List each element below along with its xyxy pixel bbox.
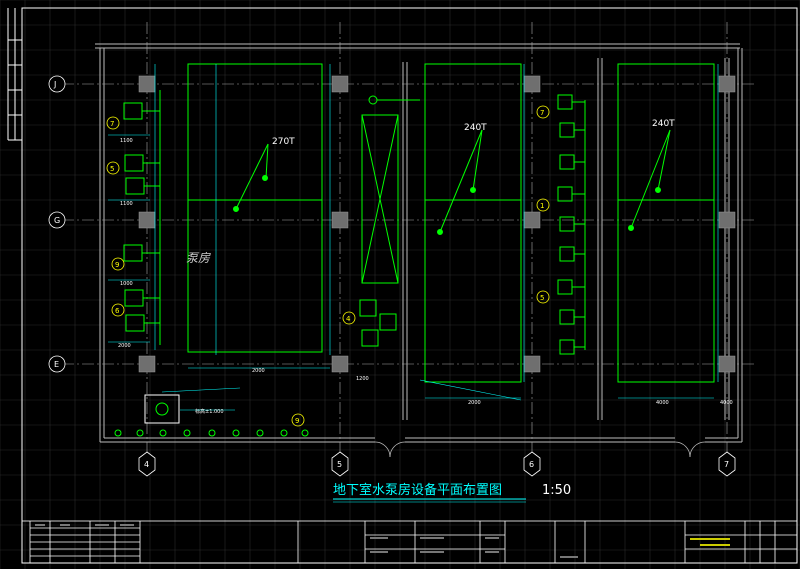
dimension-text: 1000 [120, 281, 133, 287]
row-axis-bubble [48, 355, 66, 373]
column-axis-label: 7 [724, 460, 729, 469]
column-axis-label: 6 [529, 460, 534, 469]
water-tanks [187, 63, 715, 383]
dimension-text: 4000 [720, 400, 733, 406]
pump-unit [123, 102, 143, 120]
dimension-texts: 1100 1100 1000 2000 2000 1200 2000 4000 … [118, 138, 733, 406]
callout-number: 5 [110, 165, 114, 173]
dimension-text: 2000 [252, 368, 265, 374]
floor-drain [114, 429, 122, 437]
column-axis-label: 5 [337, 460, 342, 469]
floor-drain [280, 429, 288, 437]
tank-240t-b [617, 63, 715, 383]
dimension-text: 4000 [656, 400, 669, 406]
axis-bubbles: J G E 4 5 6 7 [48, 75, 736, 477]
pump-unit [123, 244, 143, 262]
floor-drain [301, 429, 309, 437]
tank-leaders [233, 129, 671, 235]
sump-equipment [144, 387, 241, 424]
floor-drain [183, 429, 191, 437]
dimension-text: 1100 [120, 201, 133, 207]
pump-unit [559, 216, 575, 232]
row-axis-bubble [48, 75, 66, 93]
floor-drain [136, 429, 144, 437]
structural-column [331, 75, 349, 93]
structural-column [138, 211, 156, 229]
structural-column [138, 355, 156, 373]
tank-270t [187, 63, 323, 353]
callout-number: 6 [115, 307, 120, 315]
row-axis-label: E [54, 360, 59, 369]
floor-drain [232, 429, 240, 437]
pump-unit [557, 279, 573, 295]
row-axis-bubble [48, 211, 66, 229]
structural-column [523, 355, 541, 373]
structural-column [718, 211, 736, 229]
pump-unit [361, 329, 379, 347]
door-swings [374, 441, 706, 458]
pump-unit [359, 299, 377, 317]
tank-240t-a [424, 63, 522, 383]
pump-unit [557, 94, 573, 110]
callout-number: 7 [110, 120, 114, 128]
dimension-text: 1100 [120, 138, 133, 144]
floor-drain [256, 429, 264, 437]
dimension-text: 2000 [468, 400, 481, 406]
row-axis-label: J [53, 80, 56, 89]
pump-unit [125, 314, 145, 332]
column-axis-bubble [138, 451, 156, 477]
callouts: 7 5 9 6 7 1 5 9 4 [106, 105, 550, 427]
tank-label-270t: 270T [272, 137, 295, 147]
title-block-marks [35, 524, 730, 558]
structural-column [523, 211, 541, 229]
drawing-scale: 1:50 [542, 483, 571, 498]
structural-column [331, 355, 349, 373]
structural-columns [138, 75, 736, 373]
tank-label-240t-a: 240T [464, 123, 487, 133]
structural-column [331, 211, 349, 229]
callout-number: 4 [346, 315, 351, 323]
pump-unit [557, 186, 573, 202]
pump-unit [559, 154, 575, 170]
row-axis-label: G [54, 216, 60, 225]
callout-number: 9 [295, 417, 299, 425]
structural-column [138, 75, 156, 93]
central-equipment [361, 95, 420, 284]
dimension-text: 1200 [356, 376, 369, 382]
column-axis-bubble [331, 451, 349, 477]
dimension-lines [108, 64, 719, 401]
structural-column [718, 75, 736, 93]
column-axis-bubble [523, 451, 541, 477]
pump-unit [559, 309, 575, 325]
callout-number: 1 [540, 202, 544, 210]
structural-column [718, 355, 736, 373]
drawing-title-block: 地下室水泵房设备平面布置图 1:50 [333, 482, 571, 503]
structural-column [523, 75, 541, 93]
callout-number: 5 [540, 294, 544, 302]
column-axis-bubble [718, 451, 736, 477]
pump-groups [123, 90, 586, 355]
drawing-title: 地下室水泵房设备平面布置图 [333, 482, 502, 498]
pump-unit [124, 289, 144, 307]
floor-drains [114, 429, 309, 437]
title-block [21, 520, 798, 564]
callout-number: 9 [115, 261, 119, 269]
floor-drain [159, 429, 167, 437]
floor-drain [208, 429, 216, 437]
pump-unit [125, 177, 145, 195]
tank-label-240t-b: 240T [652, 119, 675, 129]
axis-lines [62, 22, 755, 452]
pump-unit [559, 246, 575, 262]
room-label: 泵房 [186, 251, 211, 265]
callout-number: 7 [540, 109, 544, 117]
pump-unit [559, 339, 575, 355]
dimension-text: 2000 [118, 343, 131, 349]
tank-labels: 270T 240T 240T [272, 119, 675, 147]
pump-unit [124, 154, 144, 172]
column-axis-label: 4 [144, 460, 149, 469]
elevation-note: 标高±1.000 [195, 408, 224, 415]
pump-unit [379, 313, 397, 331]
